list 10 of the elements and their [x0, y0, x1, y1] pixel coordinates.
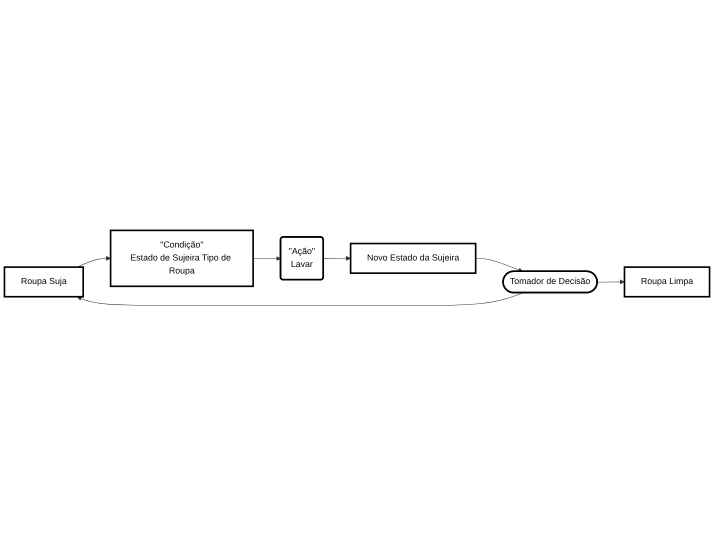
arrow	[76, 256, 111, 268]
node-box: "Condição" Estado de Sujeira Tipo de Roupa	[110, 230, 254, 288]
arrow	[597, 280, 625, 284]
node-box: Roupa Suja	[4, 266, 84, 298]
arrow	[475, 258, 524, 272]
node-box: Roupa Limpa	[624, 266, 710, 298]
arrow	[252, 256, 282, 261]
node-box: Novo Estado da Sujeira	[350, 242, 476, 274]
arrow	[76, 292, 524, 306]
arrow	[323, 256, 351, 261]
